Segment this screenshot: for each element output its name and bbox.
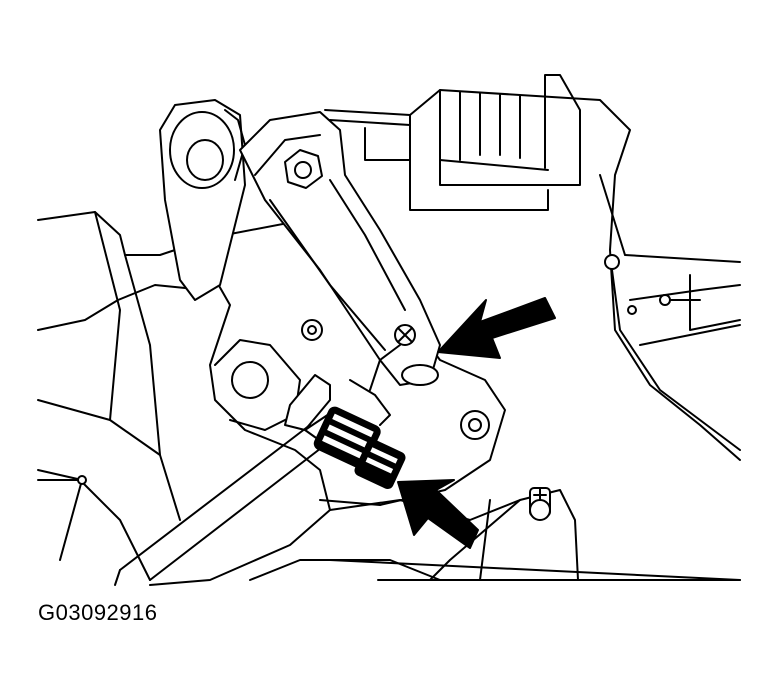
cable-adjuster [284, 344, 406, 490]
shift-lever-arm [239, 111, 441, 386]
shift-cable-linkage-illustration [37, 74, 741, 586]
pivot-boss [159, 99, 246, 301]
upper-bracket [324, 74, 741, 461]
indicator-arrows [397, 297, 556, 549]
shift-cable [114, 424, 326, 586]
hex-bolt-icon [284, 149, 323, 189]
arrow-lower-icon [397, 479, 479, 549]
figure-code: G03092916 [38, 600, 158, 625]
transmission-case [37, 211, 331, 586]
lower-bracket [249, 487, 741, 581]
right-rib-structure [624, 254, 741, 346]
arrow-upper-icon [437, 297, 556, 359]
